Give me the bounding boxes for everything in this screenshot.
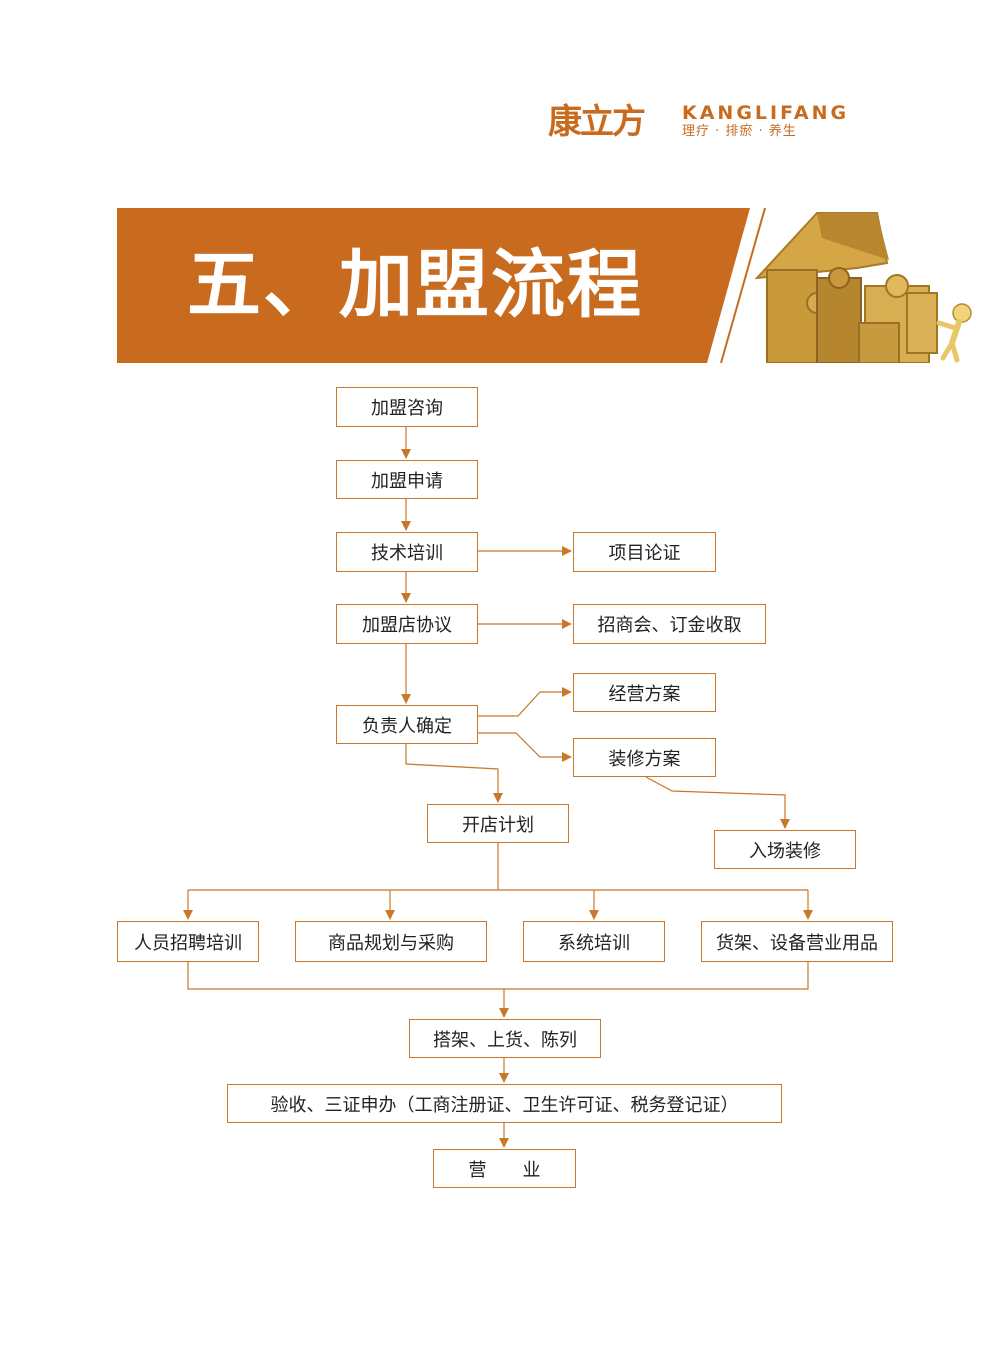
step-project-review: 项目论证 — [573, 532, 716, 572]
step-setup-stock: 搭架、上货、陈列 — [409, 1019, 601, 1058]
arrow-manager-business — [478, 692, 571, 716]
step-goods-planning: 商品规划与采购 — [295, 921, 487, 962]
step-fair-deposit: 招商会、订金收取 — [573, 604, 766, 644]
connector-fanin-bar — [188, 962, 808, 989]
step-business-plan: 经营方案 — [573, 673, 716, 712]
step-shelves-equipment: 货架、设备营业用品 — [701, 921, 893, 962]
arrow-manager-decoration — [478, 733, 571, 757]
arrow-manager-openplan — [406, 744, 498, 802]
step-licenses: 验收、三证申办（工商注册证、卫生许可证、税务登记证） — [227, 1084, 782, 1123]
step-manager: 负责人确定 — [336, 705, 478, 744]
step-system-training: 系统培训 — [523, 921, 665, 962]
step-open-plan: 开店计划 — [427, 804, 569, 843]
arrow-decoration-onsite — [646, 777, 785, 828]
step-staff-training: 人员招聘培训 — [117, 921, 259, 962]
step-onsite-decoration: 入场装修 — [714, 830, 856, 869]
step-consult: 加盟咨询 — [336, 387, 478, 427]
step-decoration-plan: 装修方案 — [573, 738, 716, 777]
step-apply: 加盟申请 — [336, 460, 478, 499]
step-open: 营 业 — [433, 1149, 576, 1188]
step-training: 技术培训 — [336, 532, 478, 572]
step-agreement: 加盟店协议 — [336, 604, 478, 644]
